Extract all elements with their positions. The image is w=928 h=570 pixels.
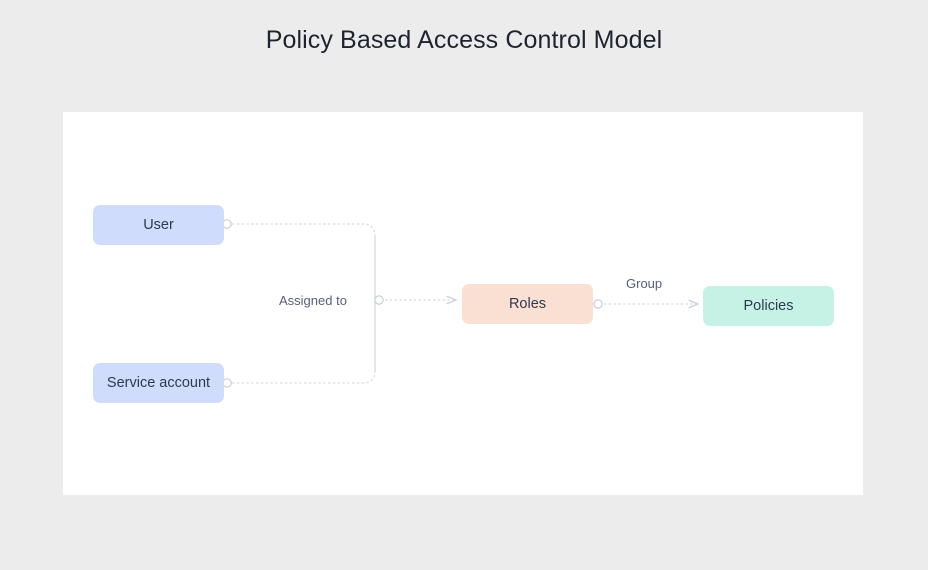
node-policies[interactable]: Policies [703, 286, 834, 326]
node-service-account[interactable]: Service account [93, 363, 224, 403]
page-title: Policy Based Access Control Model [265, 26, 663, 54]
node-user[interactable]: User [93, 205, 224, 245]
node-user-label: User [143, 217, 174, 233]
node-roles-label: Roles [508, 296, 547, 312]
edge-label-group: Group [626, 276, 663, 291]
node-service-account-label: Service account [106, 375, 211, 391]
node-roles[interactable]: Roles [462, 284, 593, 324]
edge-label-assigned-to: Assigned to [279, 293, 347, 308]
node-policies-label: Policies [743, 298, 794, 314]
